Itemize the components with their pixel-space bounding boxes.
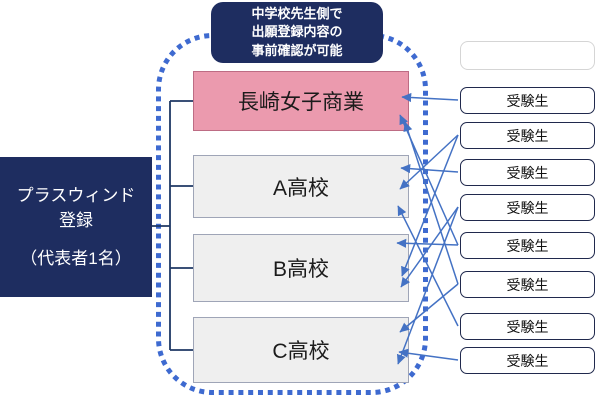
examinee-box-8: 受験生: [460, 347, 595, 374]
registration-connector-lines: [152, 100, 193, 351]
examinee-box-5: 受験生: [460, 232, 595, 259]
school-box-c: C高校: [193, 317, 409, 383]
school-box-nagasaki-joshi-shogyo: 長崎女子商業: [193, 71, 409, 131]
application-arrow: [401, 134, 459, 277]
examinee-label: 受験生: [506, 92, 549, 109]
blank-box: [460, 41, 595, 70]
application-arrow: [400, 164, 459, 174]
teacher-precheck-callout: 中学校先生側で 出願登録内容の 事前確認が可能: [211, 2, 383, 63]
school-label: B高校: [272, 258, 329, 281]
callout-line-2: 出願登録内容の: [251, 24, 343, 40]
examinee-box-2: 受験生: [460, 122, 595, 149]
examinee-box-4: 受験生: [460, 194, 595, 221]
school-box-b: B高校: [193, 234, 409, 302]
application-arrow: [400, 206, 459, 288]
callout-line-3: 事前確認が可能: [251, 42, 343, 58]
examinee-box-3: 受験生: [460, 159, 595, 186]
callout-line-1: 中学校先生側で: [251, 6, 343, 22]
examinee-label: 受験生: [506, 318, 549, 335]
examinee-label: 受験生: [506, 237, 549, 254]
registration-line-1: プラスウィンド: [16, 185, 136, 205]
school-label: C高校: [272, 340, 330, 363]
pluswind-registration-box: プラスウィンド 登録 （代表者1名）: [0, 157, 152, 297]
examinee-label: 受験生: [506, 127, 549, 144]
examinee-box-7: 受験生: [460, 313, 595, 340]
examinee-label: 受験生: [506, 164, 549, 181]
examinee-label: 受験生: [506, 352, 549, 369]
registration-line-2: 登録: [59, 211, 93, 231]
school-box-a: A高校: [193, 155, 409, 218]
application-arrow: [401, 92, 459, 103]
application-arrow: [403, 121, 459, 285]
examinee-label: 受験生: [506, 276, 549, 293]
registration-line-3: （代表者1名）: [20, 248, 132, 268]
examinee-box-1: 受験生: [460, 87, 595, 114]
school-label: A高校: [272, 176, 329, 200]
examinee-label: 受験生: [506, 199, 549, 216]
examinee-box-6: 受験生: [460, 271, 595, 298]
school-label: 長崎女子商業: [238, 91, 364, 114]
